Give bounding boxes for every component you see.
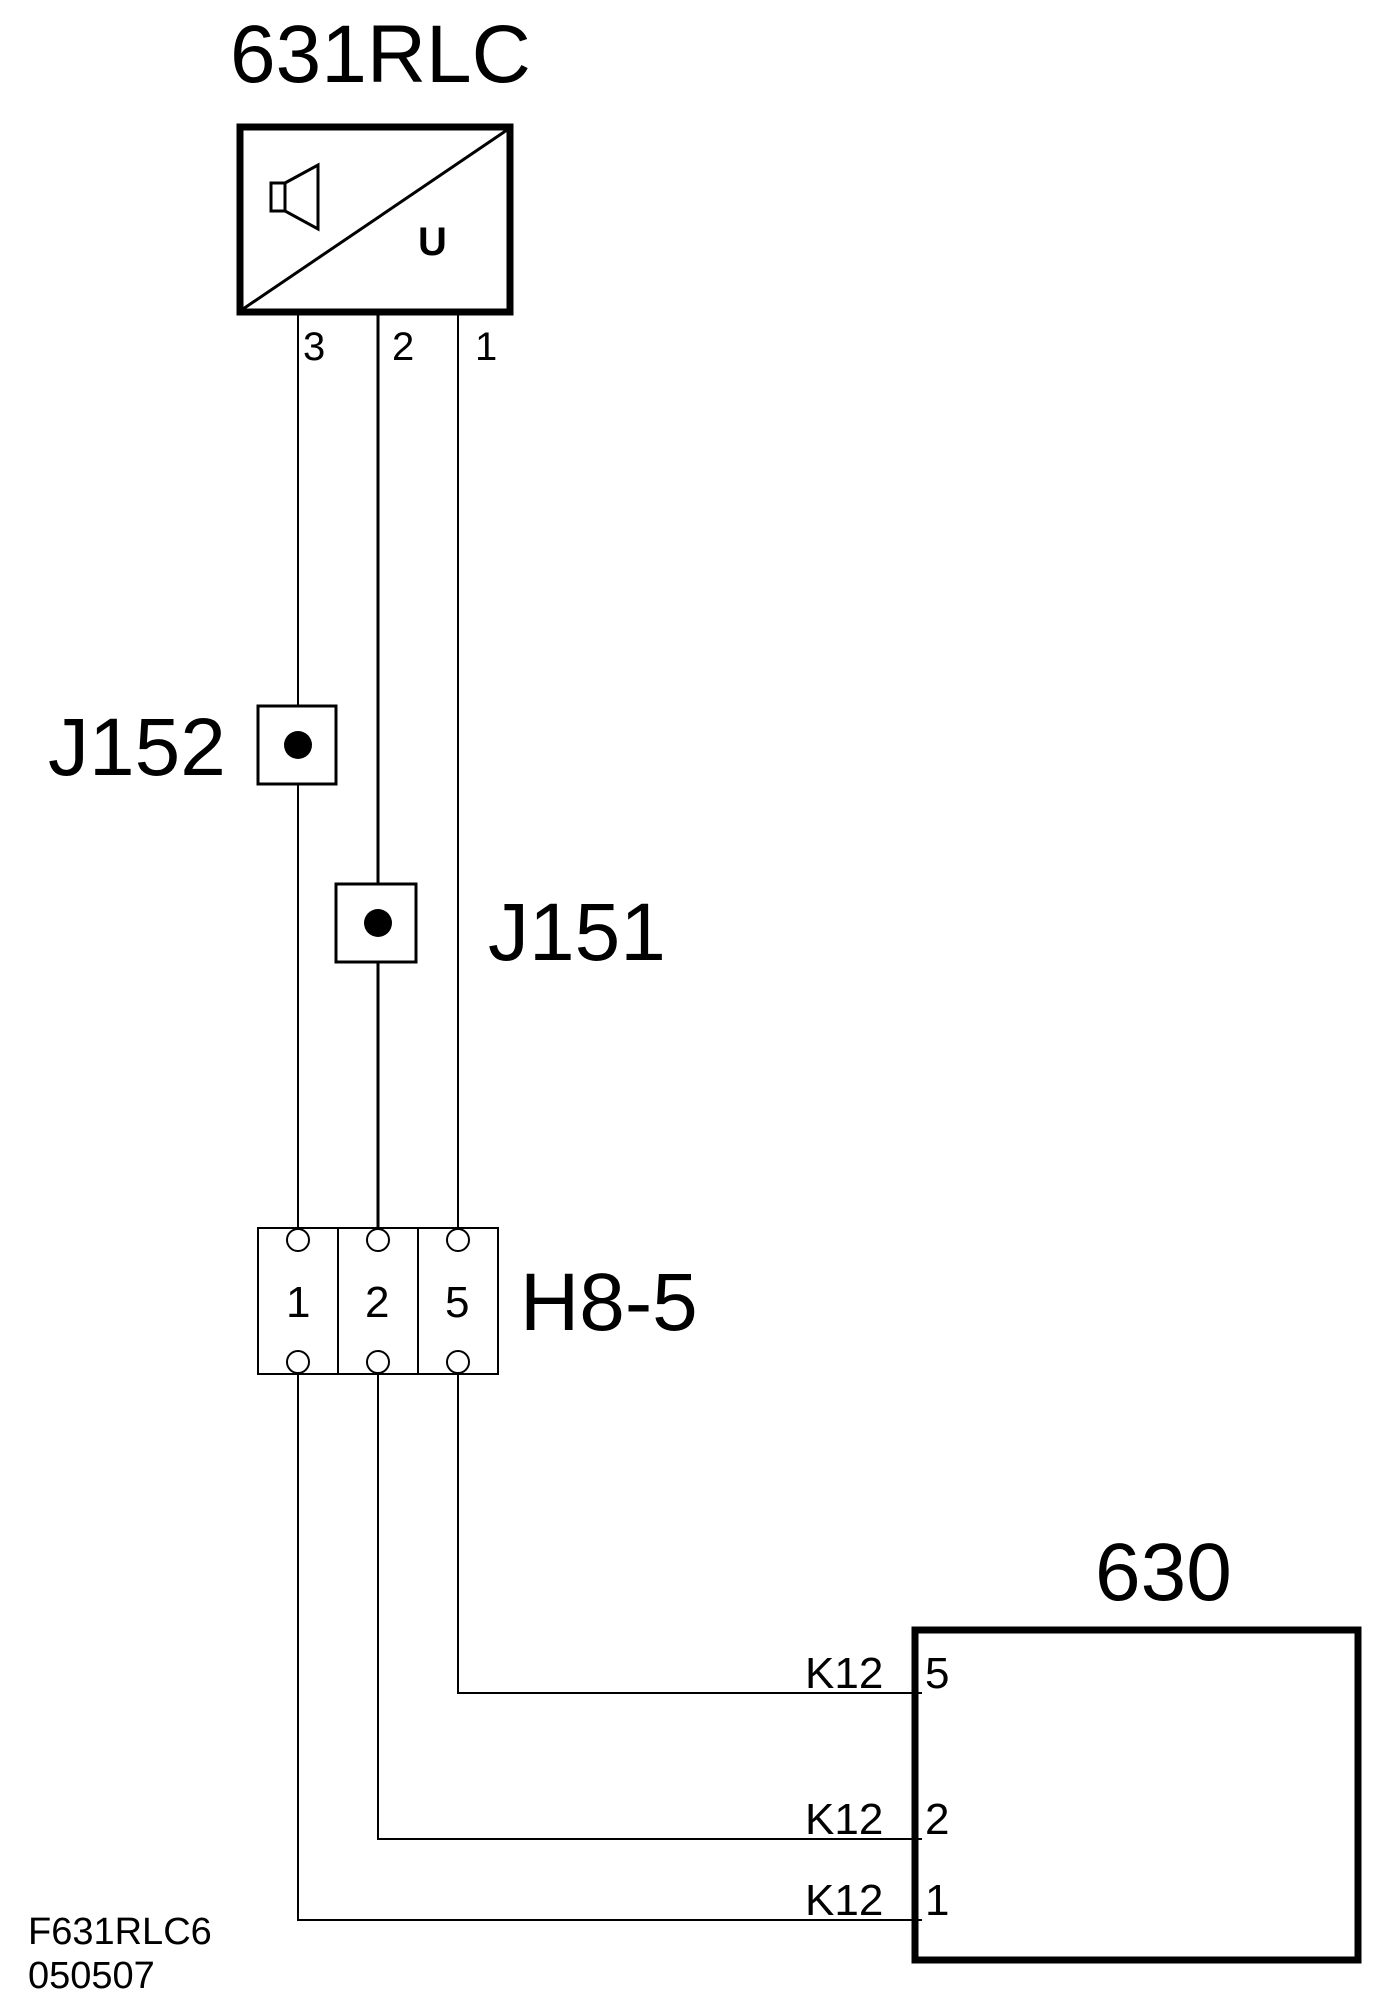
ecu-connector-k12-c: K12 <box>805 1876 883 1925</box>
ecu-box <box>911 1626 1362 1964</box>
splice-j151-label: J151 <box>488 887 666 978</box>
ecu-connector-k12-a: K12 <box>805 1649 883 1698</box>
ecu-pin-1: 1 <box>925 1876 949 1925</box>
splice-j152-label: J152 <box>48 702 226 793</box>
connector-label: H8-5 <box>520 1257 698 1348</box>
sensor-pin-1: 1 <box>475 325 497 369</box>
sensor-pin-2: 2 <box>392 325 414 369</box>
footer-ref-code: F631RLC6 <box>28 1911 212 1953</box>
ecu-connector-k12-b: K12 <box>805 1795 883 1844</box>
splice-j151-dot <box>364 909 392 937</box>
speaker-icon <box>269 162 320 232</box>
ecu-pin-2: 2 <box>925 1795 949 1844</box>
wire-to-k12-1 <box>297 1373 922 1921</box>
ecu-label: 630 <box>1095 1527 1232 1618</box>
connector-pin-2: 2 <box>365 1278 389 1327</box>
sensor-box <box>236 123 514 316</box>
ecu-pin-5: 5 <box>925 1649 949 1698</box>
connector-h8-5 <box>257 1227 499 1375</box>
splice-j152-dot <box>284 731 312 759</box>
connector-cell-5 <box>417 1227 499 1375</box>
sensor-label: 631RLC <box>230 9 531 100</box>
connector-pin-1: 1 <box>286 1278 310 1327</box>
sensor-symbol-text: U <box>418 220 447 264</box>
footer-ref-date: 050507 <box>28 1955 155 1997</box>
wire-to-k12-2 <box>377 1373 922 1840</box>
wire-to-k12-5 <box>457 1373 922 1694</box>
sensor-pin-3: 3 <box>303 325 325 369</box>
sensor-divider <box>242 128 508 311</box>
connector-pin-5: 5 <box>445 1278 469 1327</box>
